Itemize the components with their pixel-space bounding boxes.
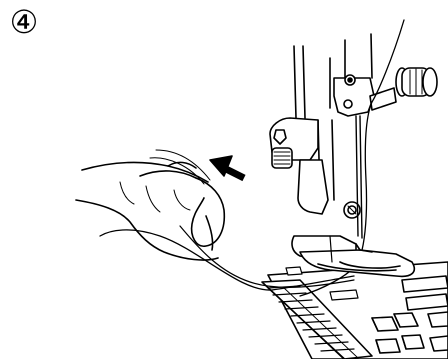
needle-plate <box>262 262 448 359</box>
machine-head <box>270 34 437 238</box>
presser-foot-screw <box>272 148 292 168</box>
presser-foot <box>292 236 414 276</box>
thread-guide-knob <box>370 68 437 110</box>
hand <box>76 150 224 260</box>
pull-direction-arrow <box>210 156 244 178</box>
